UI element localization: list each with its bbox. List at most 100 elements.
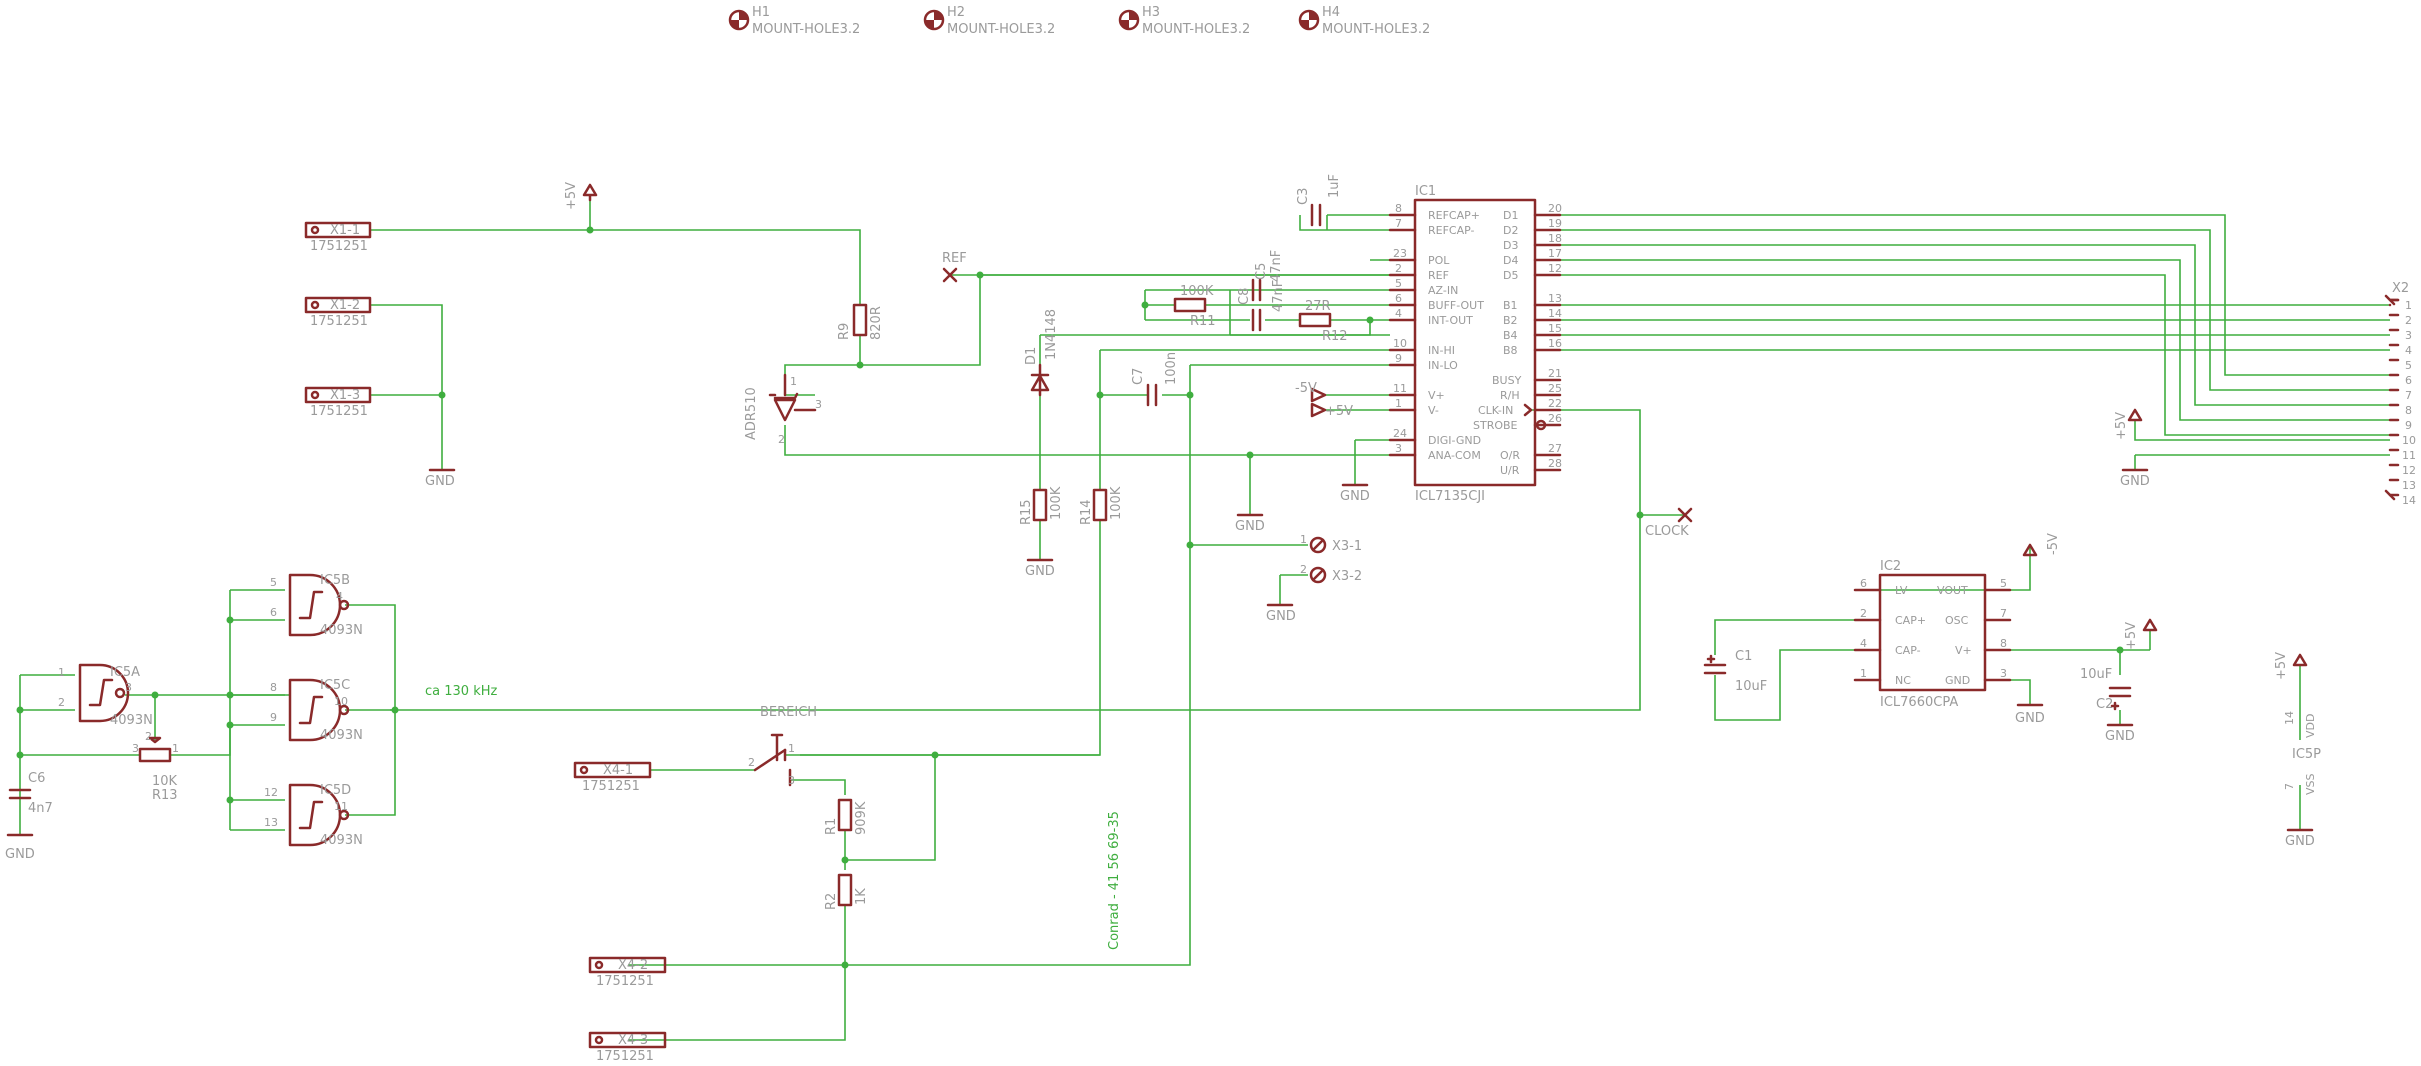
pin-name: VDD: [2304, 714, 2317, 738]
x2-pin-labels: 1 2 3 4 5 6 7 8 9 10 11 12 13 14: [2402, 299, 2416, 507]
resistor-ref: R11: [1190, 314, 1216, 329]
ic5-power: +5V 14 VDD IC5P 7 VSS GND: [2274, 652, 2321, 849]
connector-x1-2[interactable]: X1-2 1751251: [304, 296, 372, 329]
supply-p5v-x2: +5V: [2114, 408, 2143, 440]
pin-number: 1: [172, 742, 179, 755]
connector-ref: X4-3: [618, 1033, 648, 1048]
ic-ref: IC5P: [2292, 747, 2321, 762]
pin-name: O/R: [1500, 449, 1520, 462]
pin-number: 10: [1393, 337, 1407, 350]
gate-value: 4093N: [110, 713, 153, 728]
gnd-x1: GND: [425, 468, 456, 489]
pin-number: 3: [815, 398, 822, 411]
resistor-ref: R15: [1019, 499, 1034, 525]
pin-name: DIGI-GND: [1428, 434, 1481, 447]
connector-x1-1[interactable]: X1-1 1751251: [304, 221, 372, 254]
supply-label: +5V: [2274, 652, 2289, 680]
connector-x4-3[interactable]: X4-3 1751251: [588, 1031, 667, 1064]
pin-number: 1: [788, 742, 795, 755]
pin-number: 2: [748, 756, 755, 769]
pin-name: VSS: [2304, 773, 2317, 795]
pin-number: 1: [58, 666, 65, 679]
capacitor-c8: C8 47nF: [1237, 280, 1286, 332]
pin-name: IN-HI: [1428, 344, 1455, 357]
gnd-ana: GND: [1235, 513, 1265, 534]
connector-ref: X1-3: [330, 388, 360, 403]
pin-number: 9: [270, 711, 277, 724]
pin-number: 3: [788, 774, 795, 787]
gate-value: 4093N: [320, 728, 363, 743]
connector-ref: X3-1: [1332, 539, 1362, 554]
junctions: [16, 226, 2124, 969]
connector-ref: X4-1: [603, 763, 633, 778]
pin-number: 8: [2000, 637, 2007, 650]
connector-ref: X4-2: [618, 958, 648, 973]
capacitor-c1: C1 10uF: [1703, 649, 1767, 694]
pin-number: 1: [1395, 397, 1402, 410]
capacitor-c7: C7 100n: [1131, 352, 1179, 407]
mount-hole-ref: H4: [1322, 5, 1340, 20]
connector-value: 1751251: [596, 1049, 654, 1064]
capacitor-value: 1uF: [1327, 174, 1342, 198]
pin-number: 21: [1548, 367, 1562, 380]
ic-ref: IC2: [1880, 559, 1901, 574]
pin-number: 1: [1860, 667, 1867, 680]
pin-number: 3: [1395, 442, 1402, 455]
resistor-value: 1K: [854, 888, 869, 905]
supply-label: +5V: [564, 182, 579, 210]
pin-name: D4: [1503, 254, 1518, 267]
gnd-label: GND: [425, 474, 455, 489]
pin-number: 25: [1548, 382, 1562, 395]
connector-ref: X3-2: [1332, 569, 1362, 584]
switch-bereich[interactable]: BEREICH 1 2 3: [748, 705, 817, 787]
pin-number: 8: [1395, 202, 1402, 215]
reference-ref: ADR510: [744, 387, 759, 440]
pin-name: D3: [1503, 239, 1518, 252]
gate-ic5b: 5 6 4 IC5B 4093N: [270, 573, 363, 638]
mount-hole-h3: H3 MOUNT-HOLE3.2: [1118, 5, 1250, 37]
pin-number: 23: [1393, 247, 1407, 260]
mount-hole-value: MOUNT-HOLE3.2: [1142, 22, 1250, 37]
ic-ref: IC1: [1415, 184, 1436, 199]
pin-name: INT-OUT: [1428, 314, 1473, 327]
pin-number: 13: [264, 816, 278, 829]
pin-number: 27: [1548, 442, 1562, 455]
pin-name: AZ-IN: [1428, 284, 1458, 297]
resistor-value: 100K: [1109, 486, 1124, 520]
supply-m5v-ic1: -5V: [1295, 381, 1327, 403]
connector-x2[interactable]: X2 1 2 3 4 5 6 7 8 9 10 11 12 13 14: [2384, 281, 2416, 507]
connector-x4-2[interactable]: X4-2 1751251: [588, 956, 667, 989]
pin-name: ANA-COM: [1428, 449, 1481, 462]
capacitor-value: 4n7: [28, 801, 53, 816]
gate-value: 4093N: [320, 833, 363, 848]
pin-number: 24: [1393, 427, 1407, 440]
pin-name: CAP+: [1895, 614, 1926, 627]
gnd-ic2: GND: [2015, 703, 2045, 726]
gate-value: 4093N: [320, 623, 363, 638]
gate-ic5c: 8 9 10 IC5C 4093N: [270, 678, 363, 743]
pin-number: 7: [1395, 217, 1402, 230]
connector-value: 1751251: [596, 974, 654, 989]
pin-name: V+: [1428, 389, 1445, 402]
pin-number: 3: [132, 742, 139, 755]
connector-x3-1[interactable]: 1 X3-1: [1300, 533, 1362, 554]
pin-number: 14: [2283, 711, 2296, 725]
pin-name: V-: [1428, 404, 1439, 417]
pin-name: V+: [1955, 644, 1972, 657]
resistor-ref: R2: [824, 893, 839, 910]
capacitor-ref: C8: [1237, 288, 1252, 305]
connector-x4-1[interactable]: X4-1 1751251: [573, 761, 652, 794]
pin-number: 16: [1548, 337, 1562, 350]
connector-x1-3[interactable]: X1-3 1751251: [304, 386, 372, 419]
pin-number: 14: [1548, 307, 1562, 320]
connector-x3-2[interactable]: 2 X3-2: [1300, 563, 1362, 584]
pin-name: BUSY: [1492, 374, 1522, 387]
pin-number: 4: [1395, 307, 1402, 320]
mount-hole-value: MOUNT-HOLE3.2: [1322, 22, 1430, 37]
pin-number: 22: [1548, 397, 1562, 410]
pin-number: 9: [2405, 419, 2412, 432]
mount-hole-h4: H4 MOUNT-HOLE3.2: [1298, 5, 1430, 37]
pin-name: B8: [1503, 344, 1518, 357]
pin-name: B1: [1503, 299, 1518, 312]
